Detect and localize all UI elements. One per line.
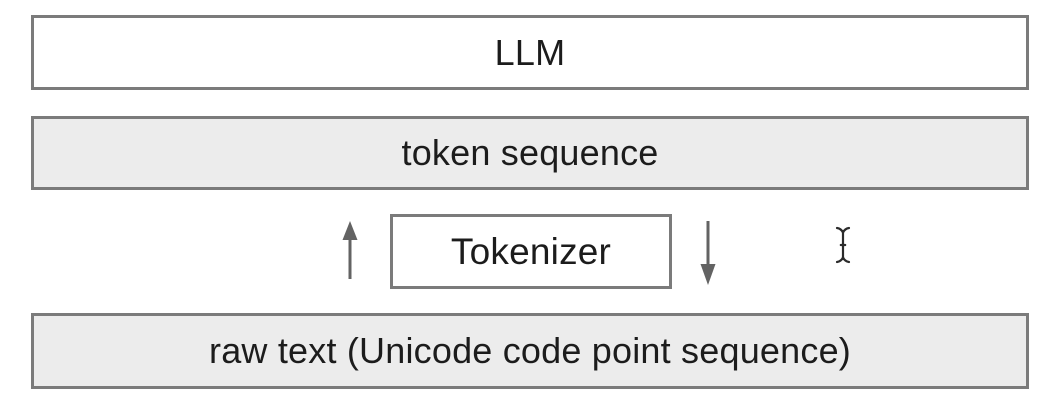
token-sequence-box: token sequence xyxy=(31,116,1029,190)
llm-box: LLM xyxy=(31,15,1029,90)
i-beam-text-cursor-icon xyxy=(835,226,851,264)
arrow-down-icon xyxy=(700,221,716,285)
raw-text-label: raw text (Unicode code point sequence) xyxy=(209,330,851,371)
arrow-up-icon xyxy=(342,221,358,279)
tokenizer-label: Tokenizer xyxy=(450,230,612,272)
token-sequence-label: token sequence xyxy=(401,132,659,173)
raw-text-box: raw text (Unicode code point sequence) xyxy=(31,313,1029,389)
llm-label: LLM xyxy=(494,31,566,73)
tokenizer-box: Tokenizer xyxy=(390,214,672,289)
